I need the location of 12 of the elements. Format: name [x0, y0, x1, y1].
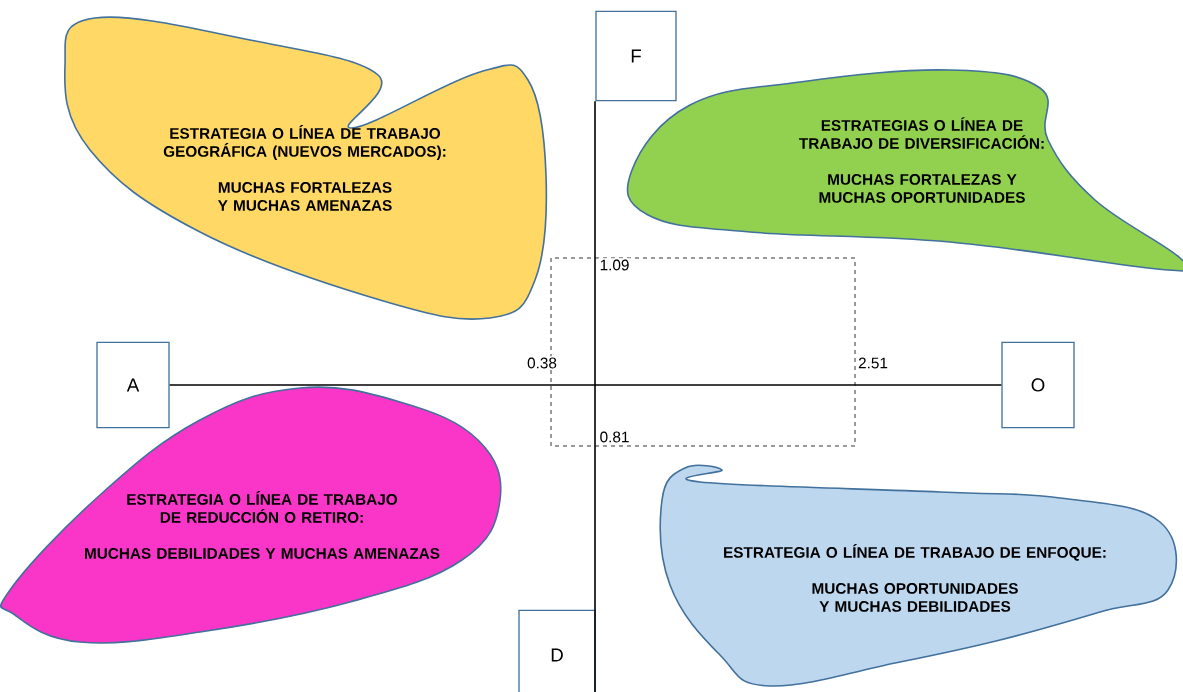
letter-box: D — [518, 609, 596, 692]
letter-box: O — [1001, 341, 1075, 429]
axis-line — [594, 100, 596, 692]
axis-line — [168, 384, 1003, 386]
axis-value: 2.51 — [856, 356, 890, 370]
strategy-blob: ESTRATEGIA O LÍNEA DE TRABAJO GEOGRÁFICA (NUEVOS MERCADOS): MUCHAS FORTALEZAS Y MUCHAS AMENAZAS — [63, 16, 548, 320]
strategy-blob: ESTRATEGIA O LÍNEA DE TRABAJO DE ENFOQUE: MUCHAS OPORTUNIDADES Y MUCHAS DEBILIDADES — [659, 464, 1178, 687]
axis-value: 0.81 — [598, 430, 631, 444]
letter-box: F — [595, 10, 677, 102]
letter-box: A — [96, 341, 170, 429]
axis-value: 0.38 — [525, 356, 559, 370]
axis-value: 1.09 — [598, 258, 631, 272]
